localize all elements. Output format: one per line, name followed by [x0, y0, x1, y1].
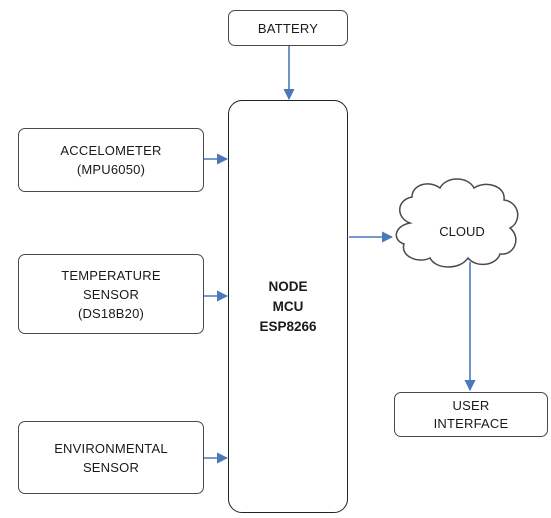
- mcu-line-node: NODE: [268, 278, 308, 294]
- environmental-sensor-label: SENSOR: [82, 459, 140, 475]
- temperature-sensor-label: SENSOR: [82, 286, 140, 302]
- accelerometer-label: ACCELOMETER: [60, 143, 162, 158]
- mcu-line-model: ESP8266: [259, 318, 317, 334]
- mcu-line-mcu: MCU: [272, 298, 304, 314]
- accelerometer-model: (MPU6050): [76, 162, 146, 177]
- accelerometer-box: ACCELOMETER (MPU6050): [18, 128, 204, 192]
- nodemcu-box: NODE MCU ESP8266: [228, 100, 348, 513]
- battery-box: BATTERY: [228, 10, 348, 46]
- cloud-shape: [395, 178, 519, 268]
- battery-label: BATTERY: [257, 20, 319, 36]
- user-interface-box: USER INTERFACE: [394, 392, 548, 437]
- user-interface-line1: USER: [452, 397, 490, 413]
- temperature-sensor-box: TEMPERATURE SENSOR (DS18B20): [18, 254, 204, 334]
- cloud-label: CLOUD: [439, 224, 485, 239]
- environmental-label: ENVIRONMENTAL: [54, 440, 168, 456]
- user-interface-line2: INTERFACE: [433, 415, 509, 431]
- temperature-label: TEMPERATURE: [61, 267, 161, 283]
- environmental-sensor-box: ENVIRONMENTAL SENSOR: [18, 421, 204, 494]
- temperature-model: (DS18B20): [77, 305, 145, 321]
